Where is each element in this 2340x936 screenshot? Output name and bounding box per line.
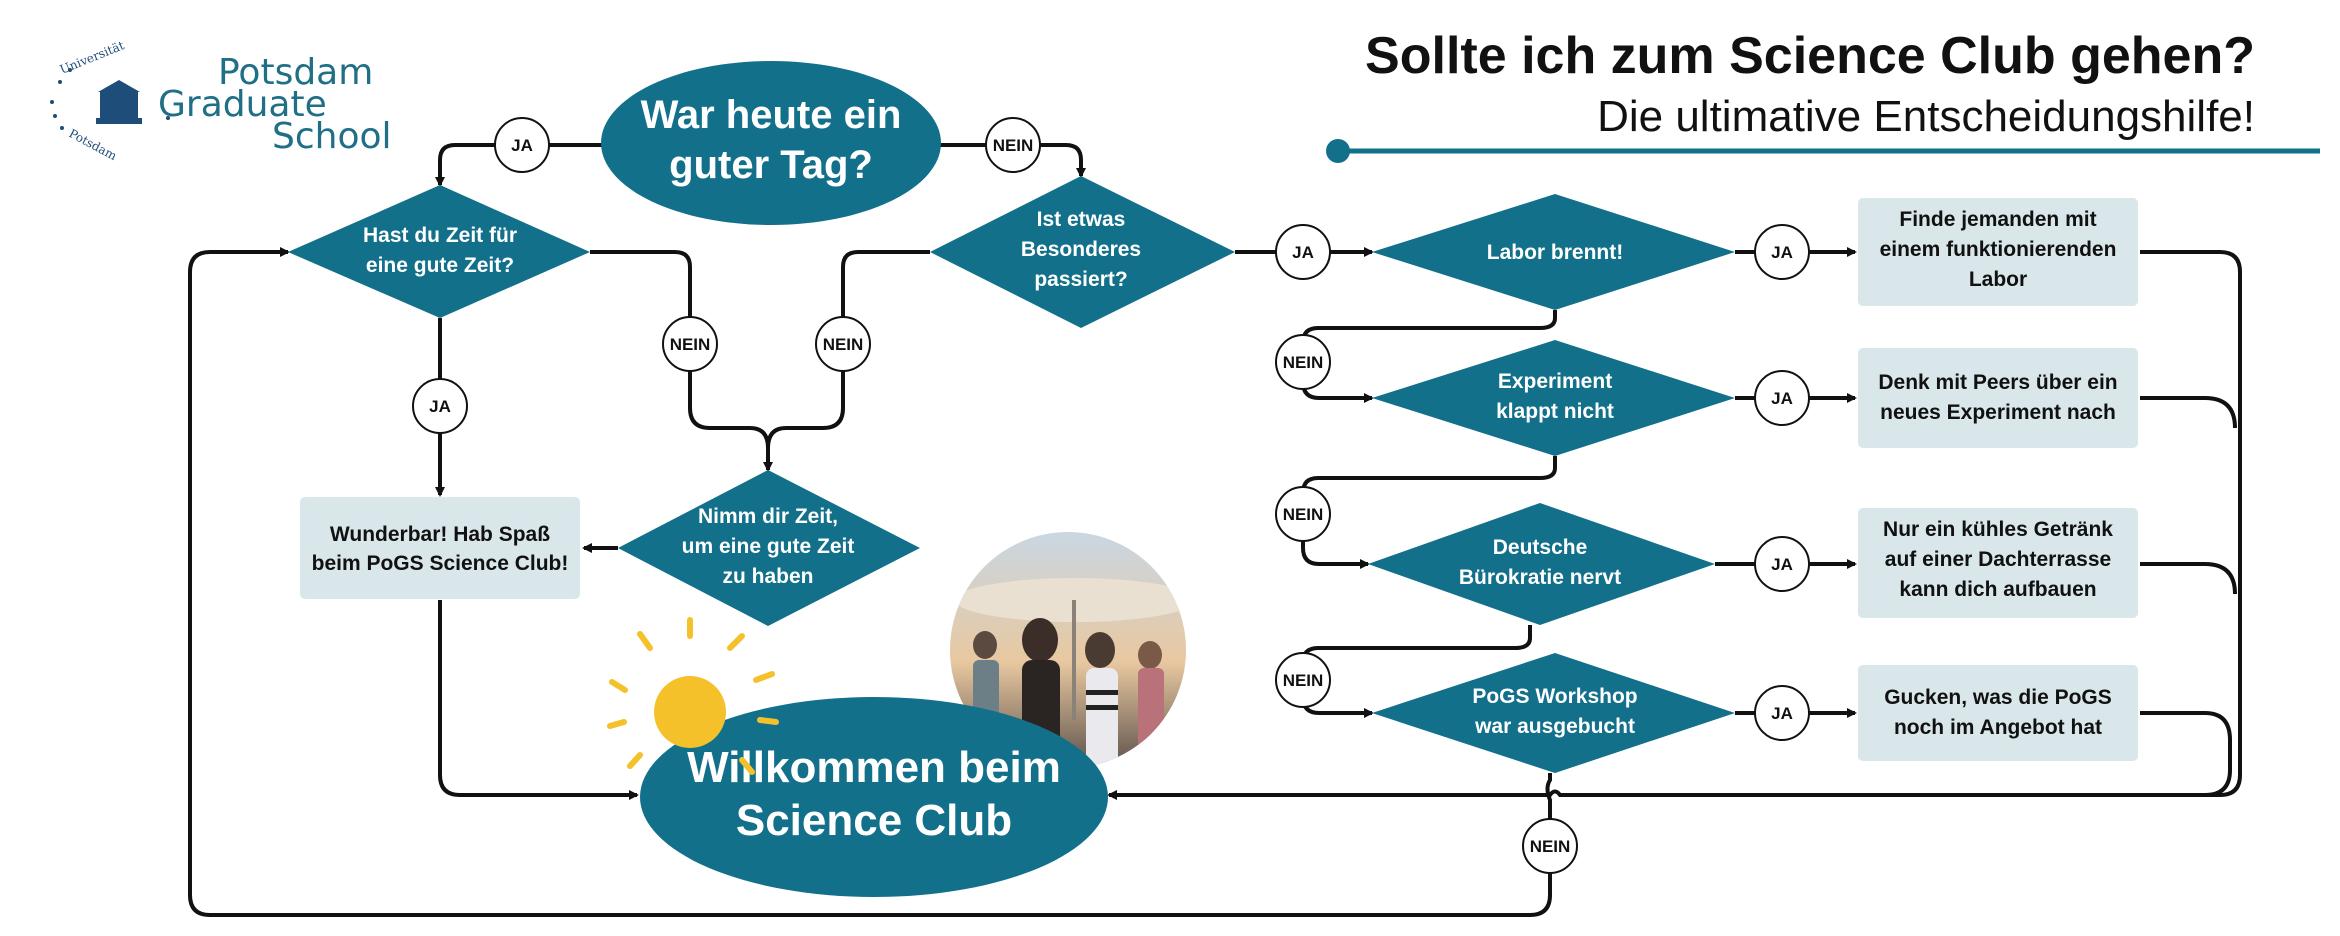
node-wunderbar-line1: Wunderbar! Hab Spaß: [330, 523, 550, 546]
node-getraenk-line3: kann dich aufbauen: [1899, 578, 2096, 601]
badge-nein-besonderes-nimm: NEIN: [815, 316, 871, 372]
edge-buerokratie-workshop: [1301, 625, 1532, 718]
edge-wunderbar-willkommen: [438, 600, 639, 800]
node-finde-line1: Finde jemanden mit: [1899, 208, 2096, 231]
node-denk-line1: Denk mit Peers über ein: [1878, 371, 2117, 394]
node-besonderes-line3: passiert?: [1034, 268, 1127, 291]
badge-ja-workshop-gucken: JA: [1754, 685, 1810, 741]
edge-labor-experiment: [1301, 310, 1557, 403]
node-getraenk-line1: Nur ein kühles Getränk: [1883, 518, 2113, 541]
badge-ja-zeit-wunderbar: JA: [412, 378, 468, 434]
svg-text:NEIN: NEIN: [1283, 353, 1324, 372]
edge-zeit-nimm: [590, 250, 773, 472]
node-labor-line1: Labor brennt!: [1487, 241, 1624, 264]
badge-ja-besonderes-labor: JA: [1275, 224, 1331, 280]
edge-start-besonderes: [940, 143, 1086, 178]
node-buerokratie-line2: Bürokratie nervt: [1459, 566, 1621, 589]
logo-emblem-icon: [96, 80, 142, 124]
node-buerokratie: Deutsche Bürokratie nervt: [1368, 503, 1715, 625]
edge-getraenk-bus: [2140, 562, 2237, 595]
svg-text:NEIN: NEIN: [1283, 671, 1324, 690]
node-experiment-line2: klappt nicht: [1496, 400, 1614, 423]
node-workshop: PoGS Workshop war ausgebucht: [1372, 653, 1735, 773]
badge-nein-workshop-zeit: NEIN: [1522, 818, 1578, 874]
svg-text:NEIN: NEIN: [670, 335, 711, 354]
badge-nein-buerokratie-workshop: NEIN: [1275, 652, 1331, 708]
badge-ja-start-zeit: JA: [494, 117, 550, 173]
node-experiment-line1: Experiment: [1498, 370, 1612, 393]
node-willkommen-line2: Science Club: [736, 796, 1012, 845]
logo-line-potsdam: Potsdam: [218, 52, 374, 93]
badge-ja-experiment-denk: JA: [1754, 370, 1810, 426]
edge-besonderes-nimm: [766, 250, 930, 449]
svg-text:JA: JA: [511, 136, 533, 155]
node-denk-line2: neues Experiment nach: [1880, 401, 2116, 424]
svg-text:JA: JA: [1771, 555, 1793, 574]
node-start: War heute ein guter Tag?: [601, 61, 941, 225]
node-wunderbar-line2: beim PoGS Science Club!: [312, 552, 569, 575]
node-start-line2: guter Tag?: [669, 143, 873, 187]
node-finde: Finde jemanden mit einem funktionierende…: [1858, 198, 2138, 306]
university-logo: Universität Potsdam: [50, 38, 170, 163]
badge-ja-buerokratie-getraenk: JA: [1754, 536, 1810, 592]
node-start-line1: War heute ein: [641, 93, 902, 137]
node-getraenk: Nur ein kühles Getränk auf einer Dachter…: [1858, 508, 2138, 618]
node-denk: Denk mit Peers über ein neues Experiment…: [1858, 348, 2138, 448]
node-gucken-line2: noch im Angebot hat: [1894, 716, 2102, 739]
svg-text:NEIN: NEIN: [1283, 505, 1324, 524]
node-finde-line2: einem funktionierenden: [1880, 238, 2117, 261]
svg-text:JA: JA: [1771, 704, 1793, 723]
svg-text:JA: JA: [1292, 243, 1314, 262]
svg-text:NEIN: NEIN: [993, 136, 1034, 155]
sun-icon: [607, 617, 779, 775]
node-zeit: Hast du Zeit für eine gute Zeit?: [288, 185, 590, 318]
node-willkommen-line1: Willkommen beim: [687, 743, 1061, 792]
badge-nein-start-besonderes: NEIN: [985, 117, 1041, 173]
node-gucken-line1: Gucken, was die PoGS: [1884, 686, 2112, 709]
logo-ring-top: Universität: [58, 38, 127, 77]
node-buerokratie-line1: Deutsche: [1493, 536, 1588, 559]
node-wunderbar: Wunderbar! Hab Spaß beim PoGS Science Cl…: [300, 497, 580, 599]
badge-nein-experiment-buerokratie: NEIN: [1275, 486, 1331, 542]
page-subtitle: Die ultimative Entscheidungshilfe!: [1597, 92, 2255, 141]
page-title: Sollte ich zum Science Club gehen?: [1365, 27, 2255, 85]
edge-start-zeit: [435, 143, 602, 187]
edge-experiment-buerokratie: [1301, 456, 1557, 569]
edge-bus-willkommen: [1107, 789, 2220, 800]
logo-line-graduate: Graduate: [158, 84, 327, 125]
node-besonderes: Ist etwas Besonderes passiert?: [930, 176, 1235, 328]
node-zeit-line2: eine gute Zeit?: [366, 254, 514, 277]
node-willkommen: Willkommen beim Science Club: [640, 697, 1108, 897]
node-nimm-line1: Nimm dir Zeit,: [698, 505, 838, 528]
svg-text:NEIN: NEIN: [823, 335, 864, 354]
svg-text:JA: JA: [1771, 243, 1793, 262]
node-gucken: Gucken, was die PoGS noch im Angebot hat: [1858, 665, 2138, 761]
node-getraenk-line2: auf einer Dachterrasse: [1885, 548, 2111, 571]
node-nimm: Nimm dir Zeit, um eine gute Zeit zu habe…: [618, 470, 920, 626]
edge-workshop-zeit: [188, 247, 1552, 917]
edge-gucken-bus: [2140, 711, 2232, 797]
node-besonderes-line2: Besonderes: [1021, 238, 1141, 261]
node-experiment: Experiment klappt nicht: [1372, 340, 1735, 456]
node-labor: Labor brennt!: [1372, 194, 1735, 310]
badge-nein-zeit-nimm: NEIN: [662, 316, 718, 372]
node-besonderes-line1: Ist etwas: [1037, 208, 1126, 231]
node-finde-line3: Labor: [1969, 268, 2027, 291]
badge-nein-labor-experiment: NEIN: [1275, 334, 1331, 390]
edge-denk-bus: [2140, 396, 2237, 429]
badge-ja-labor-finde: JA: [1754, 224, 1810, 280]
header-accent-line: [1326, 139, 2320, 163]
edge-finde-bus: [2140, 250, 2242, 797]
svg-text:JA: JA: [1771, 389, 1793, 408]
node-workshop-line2: war ausgebucht: [1474, 715, 1635, 738]
logo-line-school: School: [272, 116, 392, 157]
node-nimm-line2: um eine gute Zeit: [682, 535, 855, 558]
svg-text:JA: JA: [429, 397, 451, 416]
node-workshop-line1: PoGS Workshop: [1472, 685, 1637, 708]
svg-text:NEIN: NEIN: [1530, 837, 1571, 856]
node-zeit-line1: Hast du Zeit für: [363, 224, 517, 247]
node-nimm-line3: zu haben: [722, 565, 813, 588]
logo-ring-bottom: Potsdam: [67, 126, 120, 163]
